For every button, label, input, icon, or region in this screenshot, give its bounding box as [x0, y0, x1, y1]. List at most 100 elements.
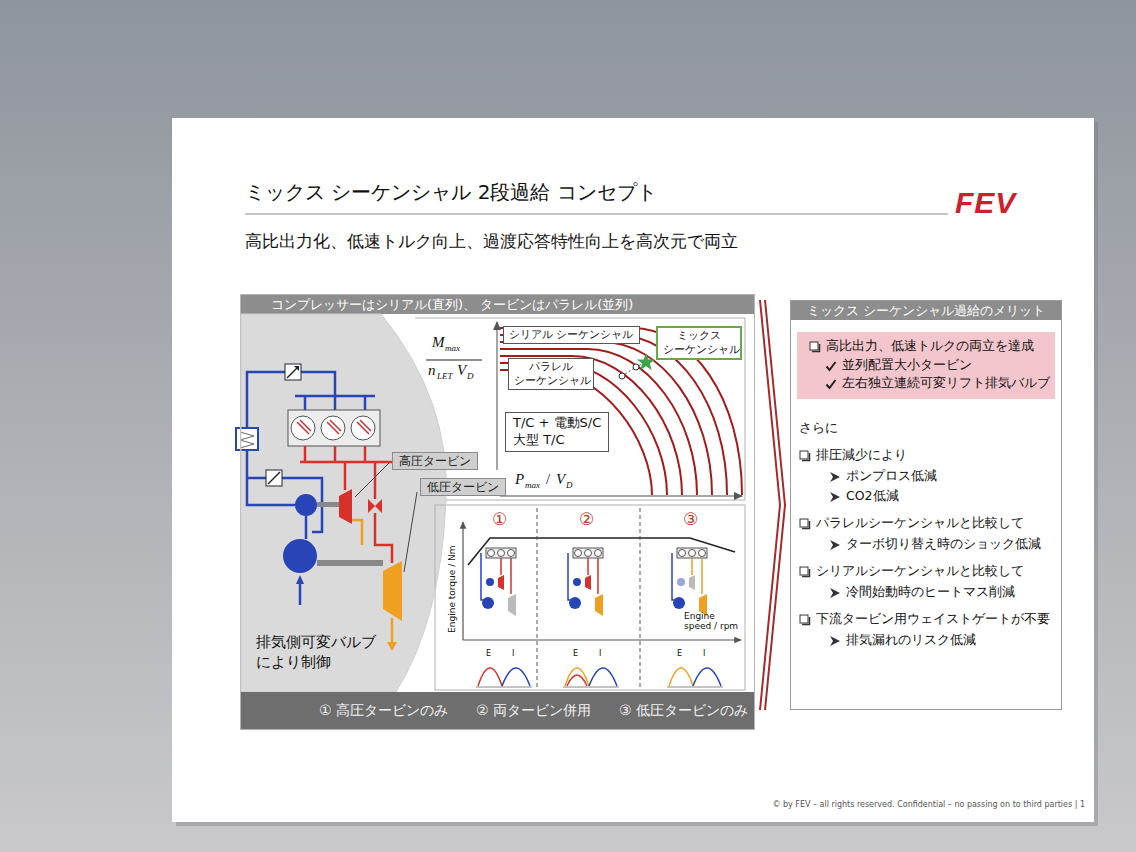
valve-label: I — [512, 649, 514, 658]
callout-number: ② — [579, 510, 594, 530]
engine-schematic — [268, 472, 280, 484]
valve-label: I — [599, 649, 601, 658]
merit-panel: ミックス シーケンシャル過給のメリット高比出力、低速トルクの両立を達成並列配置大… — [790, 300, 1062, 710]
text: ターボ切り替え時のショック低減 — [846, 535, 1041, 553]
engine-schematic — [291, 416, 375, 440]
engine-schematic — [266, 470, 282, 486]
torque-chart — [478, 668, 502, 686]
bullet-item-marker — [799, 450, 811, 462]
sub-item: CO2低減 — [791, 487, 1061, 505]
engine-schematic — [247, 478, 322, 532]
axis-symbol: V — [457, 362, 466, 379]
torque-chart — [565, 668, 589, 686]
performance-curves — [500, 328, 742, 495]
engine-schematic — [297, 420, 371, 434]
engine-schematic — [247, 372, 375, 605]
torque-chart — [573, 548, 603, 558]
text: ③ 低圧タービンのみ — [619, 702, 748, 718]
text: さらに — [799, 420, 838, 435]
slide-sheet — [245, 214, 948, 215]
check-item-marker — [825, 378, 837, 390]
engine-schematic — [301, 372, 335, 396]
bullet-shadow — [802, 569, 810, 577]
text: 並列配置大小タービン — [842, 356, 972, 374]
torque-chart — [673, 597, 685, 609]
callout-box: 低圧タービン — [420, 478, 506, 496]
axis-symbol: / — [546, 471, 550, 488]
callout-number: ① — [492, 510, 507, 530]
text: 下流タービン用ウェイストゲートが不要 — [816, 610, 1050, 629]
torque-chart — [677, 548, 707, 558]
text: ミックス シーケンシャル過給のメリット — [807, 303, 1045, 318]
engine-schematic — [283, 539, 317, 573]
torque-chart — [563, 687, 619, 688]
torque-chart — [667, 687, 723, 688]
chevron-bracket — [765, 300, 785, 710]
text: ミックス シーケンシャル — [663, 329, 740, 356]
section-text: さらに — [791, 419, 1061, 437]
text: 低圧タービン — [427, 480, 499, 494]
axis-symbol: P — [515, 471, 524, 488]
torque-chart — [476, 687, 532, 688]
engine-area-fill — [241, 314, 446, 692]
sub-item-marker — [829, 539, 841, 551]
text: 排圧減少により — [816, 446, 907, 465]
region-outline — [241, 314, 446, 692]
arrow-bullet — [830, 588, 840, 598]
torque-chart — [595, 550, 602, 557]
text: パラレルシーケンシャルと比較して — [816, 514, 1024, 533]
performance-curves — [500, 349, 697, 495]
chart-axes — [496, 322, 498, 470]
performance-curves — [500, 356, 682, 495]
mode-band: ① 高圧タービンのみ② 両タービン併用③ 低圧タービンのみ — [241, 692, 754, 729]
bullet-item: 高比出力、低速トルクの両立を達成 — [801, 337, 1051, 356]
engine-schematic — [352, 520, 362, 545]
bullet-shadow — [802, 617, 810, 625]
bullet-square — [800, 519, 808, 527]
torque-chart — [537, 508, 640, 688]
engine-schematic — [296, 575, 304, 584]
torque-chart — [486, 548, 516, 558]
engine-area-fill — [241, 314, 446, 692]
text: シリアルシーケンシャルと比較して — [816, 562, 1024, 581]
engine-schematic — [288, 410, 380, 446]
design-points — [637, 353, 655, 370]
performance-curves — [500, 328, 742, 495]
torque-chart — [462, 522, 463, 640]
engine-schematic — [344, 462, 347, 490]
torque-chart — [463, 639, 741, 640]
highlight-box: 高比出力、低速トルクの両立を達成並列配置大小タービン左右独立連続可変リフト排気バ… — [797, 332, 1055, 399]
design-points — [619, 353, 655, 379]
sub-item: ターボ切り替え時のショック低減 — [791, 535, 1061, 553]
bullet-item-marker — [809, 341, 821, 353]
torque-chart — [677, 578, 685, 586]
bullet-square — [810, 342, 818, 350]
performance-curves — [500, 342, 712, 495]
design-points — [633, 364, 639, 370]
torque-chart — [672, 553, 675, 600]
chevron-bracket — [760, 300, 785, 710]
sub-item-marker — [829, 491, 841, 503]
bullet-item-marker — [799, 518, 811, 530]
bullet-shadow — [812, 344, 820, 352]
torque-chart — [468, 538, 735, 565]
torque-chart — [595, 594, 603, 616]
slide-title: ミックス シーケンシャル 2段過給 コンセプト — [245, 181, 657, 204]
slide-sheet — [172, 118, 1094, 822]
bullet-square — [800, 567, 808, 575]
panel-header: ミックス シーケンシャル過給のメリット — [791, 301, 1061, 320]
check-item-marker — [825, 360, 837, 372]
company-logo: FEV — [955, 186, 1016, 221]
text: 排気漏れのリスク低減 — [846, 631, 976, 649]
torque-chart — [498, 575, 504, 590]
curve-label-box: パラレル シーケンシャル — [508, 358, 594, 390]
engine-schematic — [300, 446, 395, 462]
engine-schematic — [375, 513, 392, 563]
box-text: パラレル シーケンシャル — [514, 360, 588, 388]
text: ポンプロス低減 — [846, 467, 937, 485]
note-text: 排気側可変バルブ により制御 — [256, 632, 390, 673]
box-text: ミックス シーケンシャル — [663, 329, 735, 357]
sub-item-marker — [829, 587, 841, 599]
axis-symbol: n — [428, 362, 436, 379]
